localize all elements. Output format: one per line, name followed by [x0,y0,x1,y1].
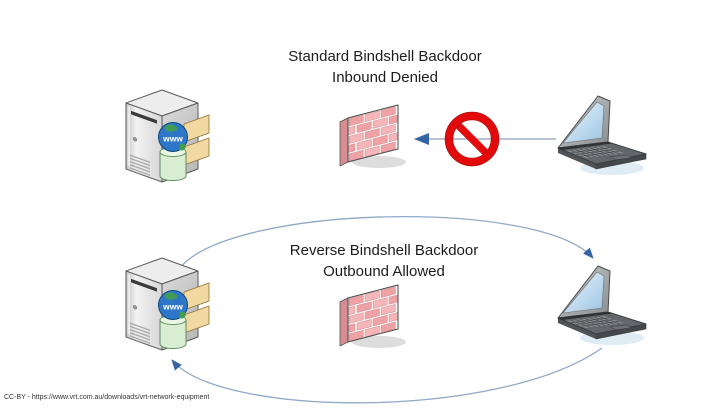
top-title-line1: Standard Bindshell Backdoor [288,48,482,65]
laptop-icon-top [552,94,652,186]
laptop-icon-bottom [552,264,652,356]
web-server-icon-bottom [122,256,212,356]
return-connection-arc [171,347,603,404]
no-entry-icon [444,111,500,167]
bottom-scenario-title: Reverse Bindshell Backdoor Outbound Allo… [290,240,478,282]
bottom-title-line2: Outbound Allowed [323,263,445,280]
top-title-line2: Inbound Denied [332,69,438,86]
license-credit: CC-BY - https://www.vrt.com.au/downloads… [4,394,210,401]
firewall-icon-top [332,100,412,172]
outbound-connection-arc [179,216,594,269]
bottom-title-line1: Reverse Bindshell Backdoor [289,242,479,259]
firewall-icon-bottom [332,280,412,352]
top-scenario-title: Standard Bindshell Backdoor Inbound Deni… [288,46,481,88]
web-server-icon-top [122,88,212,188]
